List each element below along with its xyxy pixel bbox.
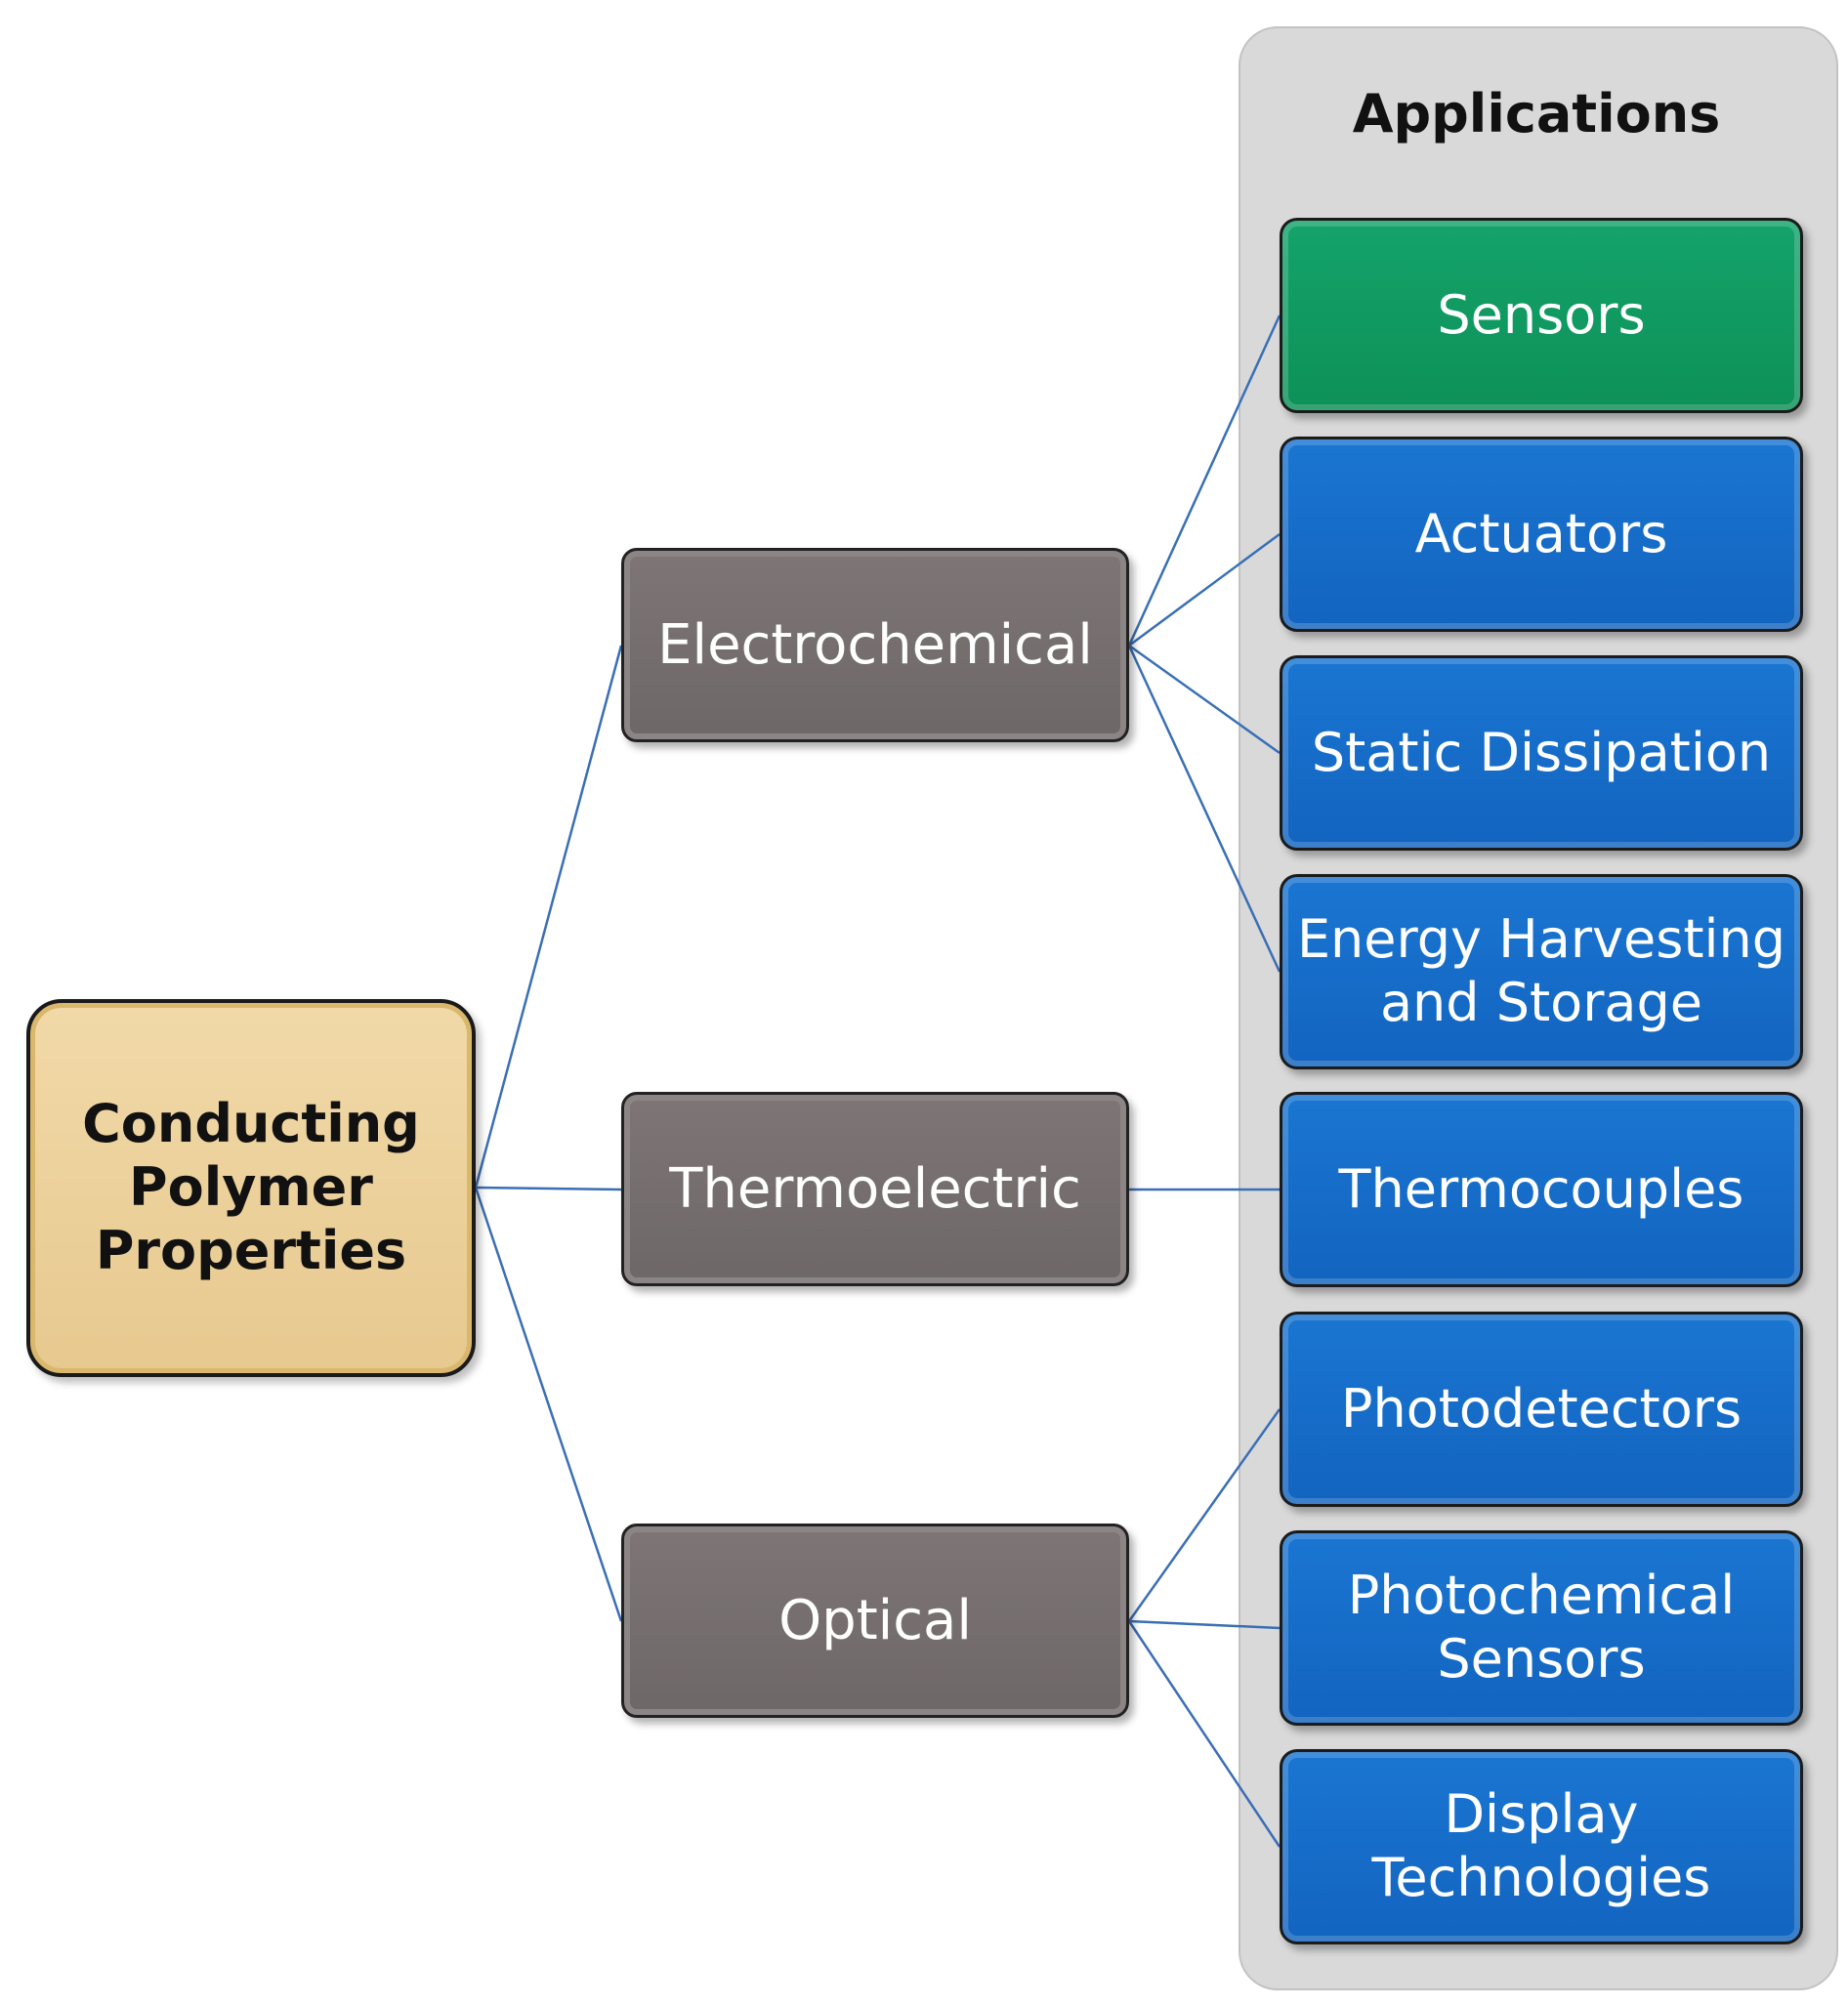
category-optical: Optical (621, 1524, 1129, 1718)
link-electrochemical-actuators (1128, 532, 1281, 647)
link-root-optical (474, 1187, 623, 1622)
link-electrochemical-sensors (1127, 314, 1281, 647)
app-static-dissipation: Static Dissipation (1280, 655, 1803, 851)
link-electrochemical-static (1128, 644, 1281, 755)
app-sensors: Sensors (1280, 218, 1803, 413)
app-display-technologies: Display Technologies (1280, 1749, 1803, 1944)
app-photodetectors: Photodetectors (1280, 1312, 1803, 1507)
app-thermocouples: Thermocouples (1280, 1092, 1803, 1287)
category-electrochemical: Electrochemical (621, 548, 1129, 742)
root-node: Conducting Polymer Properties (26, 999, 476, 1377)
link-optical-photochemical (1128, 1619, 1281, 1630)
applications-title: Applications (1352, 83, 1721, 145)
link-root-electrochemical (474, 645, 623, 1189)
app-photochemical-sensors: Photochemical Sensors (1280, 1530, 1803, 1726)
category-thermoelectric: Thermoelectric (621, 1092, 1129, 1286)
app-energy-harvesting: Energy Harvesting and Storage (1280, 874, 1803, 1069)
app-actuators: Actuators (1280, 437, 1803, 632)
link-electrochemical-energy (1127, 645, 1281, 973)
link-optical-display (1127, 1620, 1281, 1848)
link-optical-photodetectors (1127, 1408, 1281, 1622)
link-root-thermoelectric (475, 1186, 622, 1191)
